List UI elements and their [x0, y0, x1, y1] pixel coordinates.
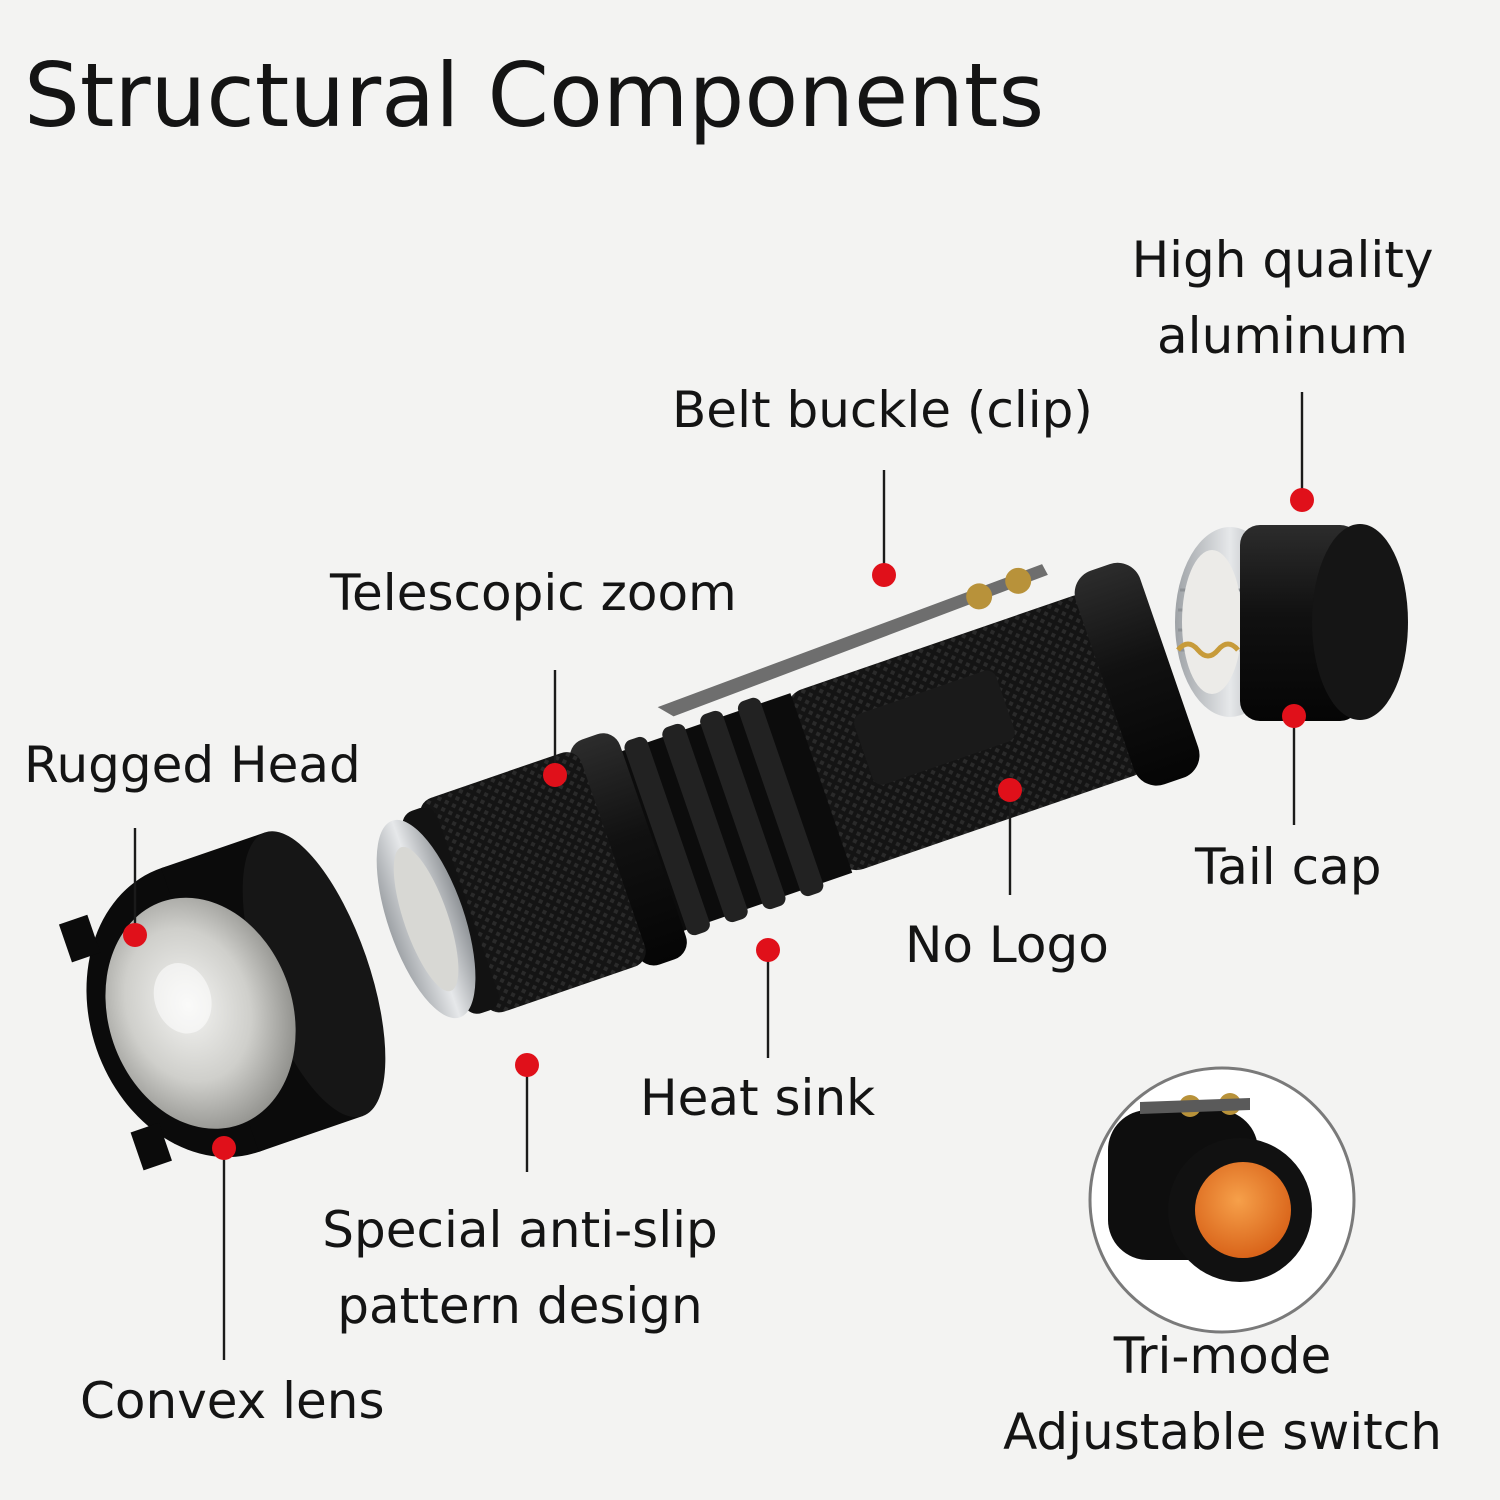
label-line: aluminum: [1157, 307, 1408, 365]
spring: [1176, 641, 1240, 659]
switch-inset: [1088, 1066, 1356, 1334]
clip-screw: [1005, 567, 1032, 594]
tail-cap: [1175, 524, 1408, 721]
switch-button: [1195, 1162, 1291, 1258]
component-markers: [123, 488, 1314, 1160]
label-high-quality-aluminum: High quality aluminum: [1100, 222, 1465, 374]
label-convex-lens: Convex lens: [80, 1372, 385, 1430]
label-line: Tri-mode: [1113, 1327, 1332, 1385]
label-anti-slip: Special anti-slip pattern design: [290, 1192, 750, 1344]
page-title: Structural Components: [24, 44, 1045, 147]
marker-rugged-head: [123, 923, 147, 947]
marker-belt-buckle: [872, 563, 896, 587]
tail-collar: [1074, 562, 1200, 786]
label-line: pattern design: [337, 1277, 703, 1335]
marker-heat-sink: [756, 938, 780, 962]
label-line: Special anti-slip: [322, 1201, 718, 1259]
marker-tail-cap: [1282, 704, 1306, 728]
zoom-ring: [569, 733, 687, 966]
clip-screw: [966, 583, 993, 610]
belt-clip: [657, 564, 1048, 717]
label-line: High quality: [1131, 231, 1434, 289]
marker-anti-slip: [515, 1053, 539, 1077]
label-no-logo: No Logo: [905, 916, 1109, 974]
marker-telescopic-zoom: [543, 763, 567, 787]
marker-no-logo: [998, 778, 1022, 802]
marker-aluminum: [1290, 488, 1314, 512]
leader-lines: [133, 392, 1304, 1360]
label-tail-cap: Tail cap: [1195, 838, 1382, 896]
label-rugged-head: Rugged Head: [24, 736, 361, 794]
heat-sink-fins: [610, 693, 853, 936]
label-belt-buckle: Belt buckle (clip): [672, 381, 1093, 439]
no-logo-flat: [854, 670, 1015, 785]
label-switch: Tri-mode Adjustable switch: [965, 1318, 1480, 1470]
rugged-head: [58, 831, 386, 1171]
label-line: Adjustable switch: [1003, 1403, 1442, 1461]
marker-convex-lens: [212, 1136, 236, 1160]
label-heat-sink: Heat sink: [640, 1069, 876, 1127]
label-telescopic-zoom: Telescopic zoom: [330, 564, 737, 622]
